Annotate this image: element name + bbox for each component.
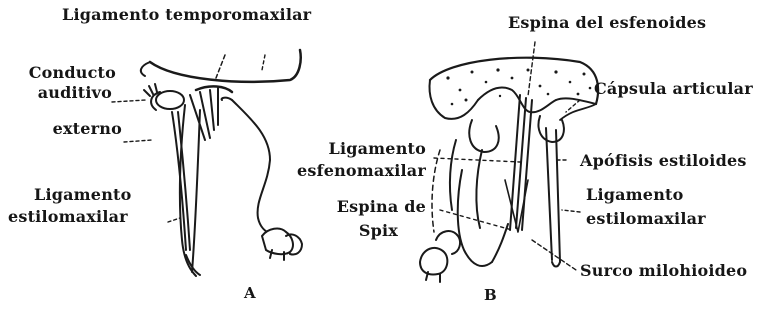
label-capsula-articular: Cápsula articular: [594, 80, 753, 98]
label-espina-del-esfenoides: Espina del esfenoides: [508, 14, 706, 32]
panel-b-letter: B: [484, 286, 497, 304]
label-ligamento-temporomaxilar: Ligamento temporomaxilar: [62, 6, 311, 24]
label-conducto-line2: auditivo: [20, 84, 112, 102]
label-surco-milohioideo: Surco milohioideo: [580, 262, 747, 280]
label-ligamento-esfenomaxilar-line1: Ligamento: [290, 140, 426, 158]
label-ligamento-estilomaxilar-b-line2: estilomaxilar: [586, 210, 706, 228]
panel-a-letter: A: [244, 284, 256, 302]
label-espina-de-spix-line2: Spix: [290, 222, 398, 240]
label-espina-de-spix-line1: Espina de: [290, 198, 426, 216]
label-ligamento-estilomaxilar-a-line1: Ligamento: [34, 186, 132, 204]
label-apofisis-estiloides: Apófisis estiloides: [580, 152, 747, 170]
label-ligamento-estilomaxilar-b-line1: Ligamento: [586, 186, 684, 204]
label-ligamento-estilomaxilar-a-line2: estilomaxilar: [8, 208, 128, 226]
panel-a-drawing: [141, 50, 302, 276]
label-ligamento-esfenomaxilar-line2: esfenomaxilar: [290, 162, 426, 180]
label-conducto-line1: Conducto: [20, 64, 116, 82]
label-conducto-line3: externo: [20, 120, 122, 138]
panel-b-drawing: [420, 42, 598, 282]
